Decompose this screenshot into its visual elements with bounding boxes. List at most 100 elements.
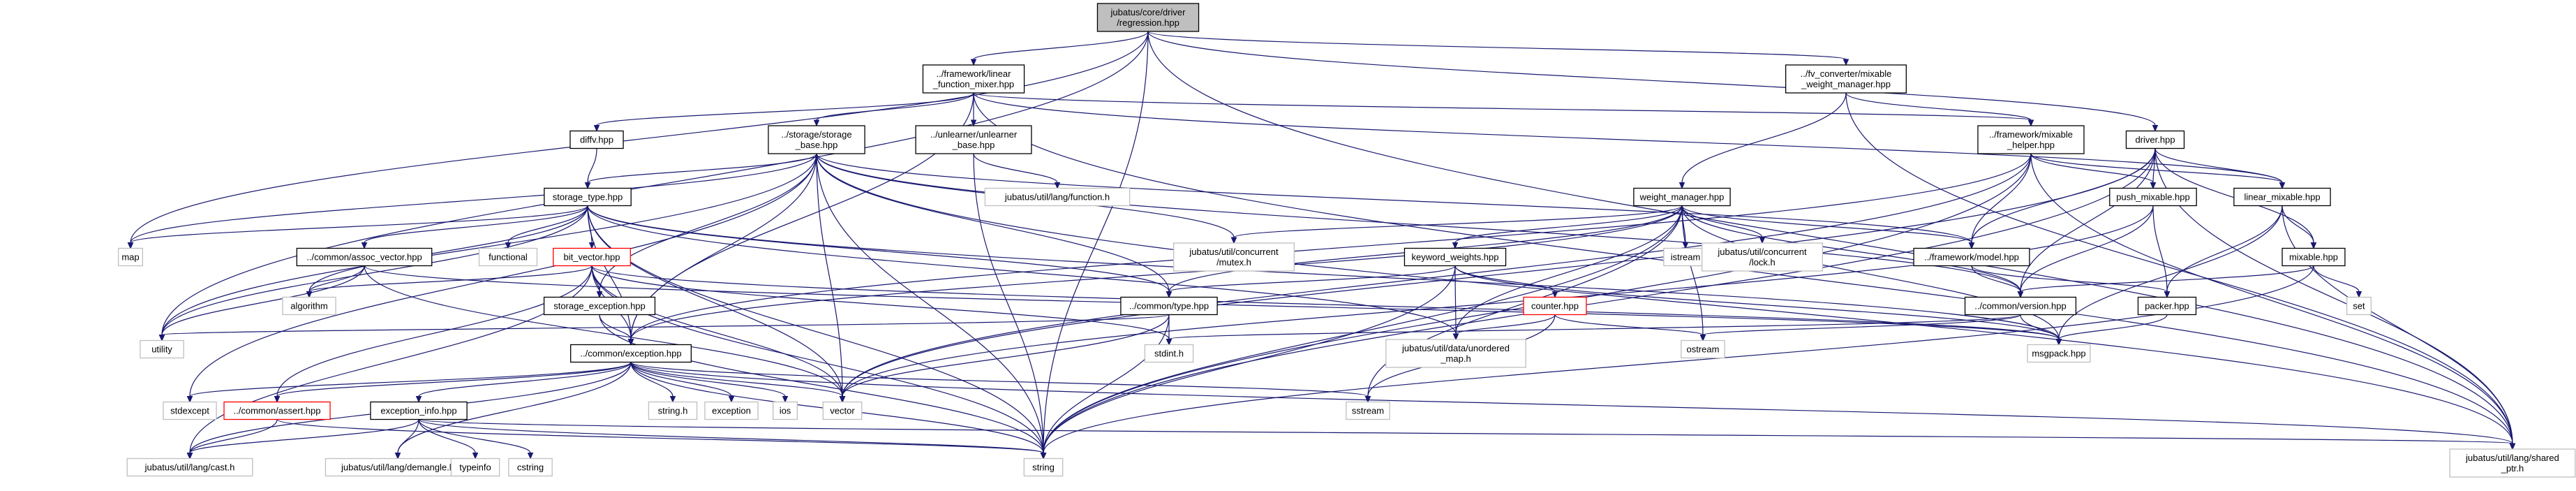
node-keyword_weights[interactable]: keyword_weights.hpp xyxy=(1404,247,1507,267)
edge-arrowhead xyxy=(1054,182,1061,189)
edge-lfm-to-diffv xyxy=(593,92,974,132)
node-storage_exception[interactable]: storage_exception.hpp xyxy=(543,296,656,316)
edge-exception_info-to-demangle_h xyxy=(394,419,419,460)
node-label: ../framework/model.hpp xyxy=(1924,252,2019,263)
edge-line xyxy=(1147,31,2156,126)
node-istream: istream xyxy=(1663,247,1708,267)
node-label: linear_mixable.hpp xyxy=(2244,192,2320,203)
edge-bit_vector-to-msgpack xyxy=(591,265,2062,346)
node-function_h: jubatus/util/lang/function.h xyxy=(984,187,1131,207)
edge-line xyxy=(130,205,588,244)
edge-version-to-stdint xyxy=(1166,314,2021,346)
node-ios: ios xyxy=(773,401,798,420)
node-lfm[interactable]: ../framework/linear_function_mixer.hpp xyxy=(922,64,1025,94)
edge-weight_manager-to-string xyxy=(1040,205,1683,460)
edge-common_exception-to-stdexcept xyxy=(186,361,632,403)
node-label: ../unlearner/unlearner xyxy=(930,129,1018,140)
node-driver[interactable]: driver.hpp xyxy=(2125,130,2185,149)
edge-root-to-lfm xyxy=(970,31,1149,66)
node-label: _base.hpp xyxy=(795,140,838,150)
node-packer[interactable]: packer.hpp xyxy=(2137,296,2197,316)
node-model[interactable]: ../framework/model.hpp xyxy=(1913,247,2030,267)
edge-line xyxy=(1455,314,1556,335)
node-unlearner[interactable]: ../unlearner/unlearner_base.hpp xyxy=(915,125,1032,154)
node-label: stdexcept xyxy=(170,406,209,416)
edge-arrowhead xyxy=(1678,182,1685,189)
node-exception_info[interactable]: exception_info.hpp xyxy=(370,401,468,420)
node-box xyxy=(1964,296,2077,316)
edge-mixable-to-set xyxy=(2313,265,2362,298)
edge-line xyxy=(1681,205,1763,238)
edge-line xyxy=(130,153,817,243)
node-common_type[interactable]: ../common/type.hpp xyxy=(1120,296,1218,316)
edge-line xyxy=(276,265,593,397)
node-label: typeinfo xyxy=(459,462,491,473)
edge-arrowhead xyxy=(970,59,977,66)
edge-line xyxy=(630,362,673,397)
node-cstring: cstring xyxy=(508,457,553,477)
edge-linear_mixable-to-shared_ptr xyxy=(2281,205,2516,450)
node-label: sstream xyxy=(1352,406,1384,416)
edge-line xyxy=(2281,205,2513,444)
node-box xyxy=(2137,296,2197,316)
node-mixable_helper[interactable]: ../framework/mixable_helper.hpp xyxy=(1977,125,2085,154)
node-bit_vector[interactable]: bit_vector.hpp xyxy=(553,247,631,267)
node-diffv[interactable]: diffv.hpp xyxy=(569,130,624,149)
edge-line xyxy=(1147,31,2513,444)
node-box xyxy=(508,457,553,477)
edge-root-to-driver xyxy=(1147,31,2159,132)
node-storage_type[interactable]: storage_type.hpp xyxy=(544,187,632,207)
node-label: utility xyxy=(151,344,172,355)
edge-counter-to-unordered_map xyxy=(1452,314,1556,341)
edge-line xyxy=(1971,265,2168,293)
node-counter[interactable]: counter.hpp xyxy=(1523,296,1587,316)
node-weight_manager[interactable]: weight_manager.hpp xyxy=(1633,187,1731,207)
node-assoc_vector[interactable]: ../common/assoc_vector.hpp xyxy=(296,247,433,267)
node-box xyxy=(2281,247,2346,267)
node-storage_base[interactable]: ../storage/storage_base.hpp xyxy=(768,125,865,154)
edge-line xyxy=(2020,205,2154,292)
node-box xyxy=(1977,125,2085,154)
node-box xyxy=(543,296,656,316)
node-fvconv[interactable]: ../fv_converter/mixable_weight_manager.h… xyxy=(1785,64,1907,94)
edge-mixable-to-version xyxy=(2017,265,2314,298)
edge-line xyxy=(2166,205,2283,292)
edge-line xyxy=(2030,153,2513,444)
node-label: ../common/assoc_vector.hpp xyxy=(306,252,422,263)
node-common_exception[interactable]: ../common/exception.hpp xyxy=(570,344,692,363)
edge-arrowhead xyxy=(2027,119,2034,127)
node-box xyxy=(984,187,1131,207)
edge-line xyxy=(1455,205,1683,335)
edge-arrowhead xyxy=(2017,291,2024,298)
edge-line xyxy=(161,31,1149,335)
edge-root-to-fvconv xyxy=(1147,31,1849,66)
node-box xyxy=(1913,247,2030,267)
edge-line xyxy=(1043,148,2156,453)
edge-line xyxy=(1681,205,2060,339)
edge-arrowhead xyxy=(2152,125,2159,132)
edge-bit_vector-to-algorithm xyxy=(306,265,593,298)
edge-arrowhead xyxy=(2055,339,2062,346)
edge-line xyxy=(2020,148,2156,292)
edge-arrowhead xyxy=(505,242,512,249)
node-push_mixable[interactable]: push_mixable.hpp xyxy=(2109,187,2197,207)
edge-line xyxy=(1971,153,2032,243)
node-label: _weight_manager.hpp xyxy=(1801,79,1891,89)
node-version[interactable]: ../common/version.hpp xyxy=(1964,296,2077,316)
node-box xyxy=(1096,3,1200,32)
edge-exception_info-to-cast_h xyxy=(186,419,419,460)
edge-common_exception-to-sstream xyxy=(630,361,1371,403)
node-label: functional xyxy=(489,252,528,263)
node-box xyxy=(1701,242,1823,272)
node-root[interactable]: jubatus/core/driver/regression.hpp xyxy=(1096,3,1200,32)
node-box xyxy=(370,401,468,420)
node-box xyxy=(822,401,863,420)
edge-version-to-ostream xyxy=(1699,314,2021,342)
node-label: exception xyxy=(712,406,751,416)
node-common_assert[interactable]: ../common/assert.hpp xyxy=(223,401,331,420)
node-mixable[interactable]: mixable.hpp xyxy=(2281,247,2346,267)
node-linear_mixable[interactable]: linear_mixable.hpp xyxy=(2233,187,2331,207)
edge-line xyxy=(842,205,2154,397)
edge-common_exception-to-exception_info xyxy=(415,362,632,403)
